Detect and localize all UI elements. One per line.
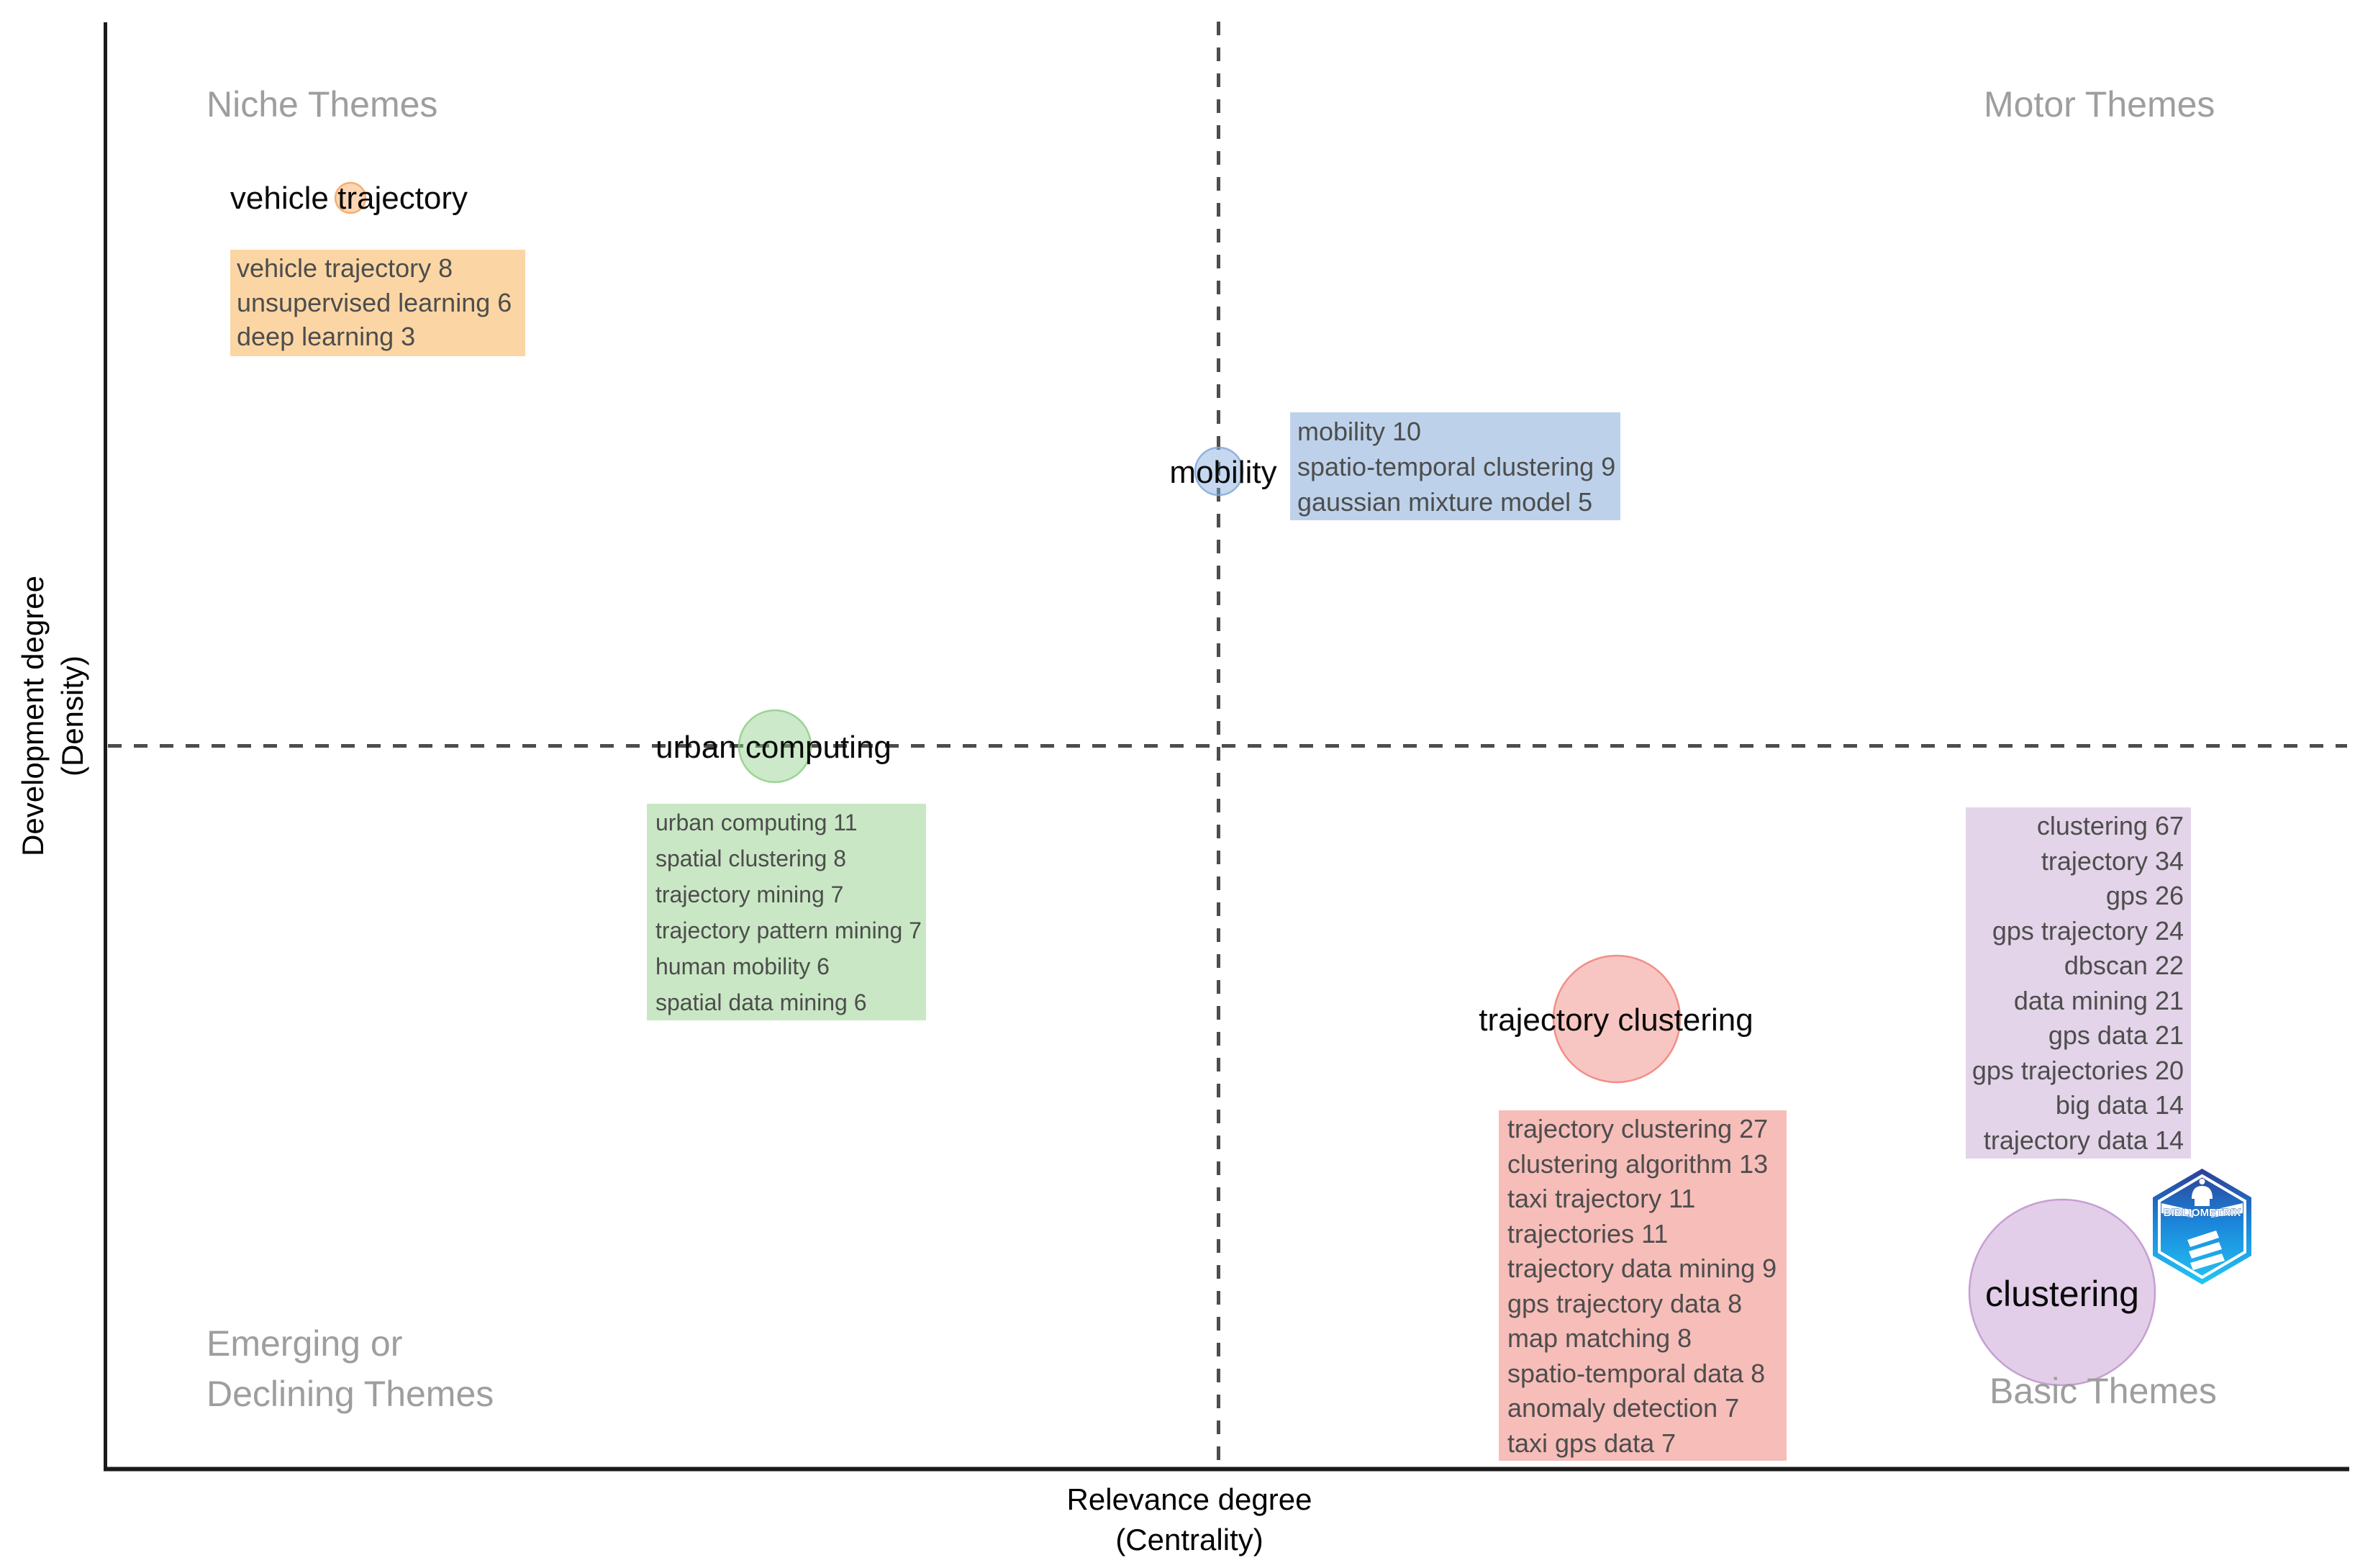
theme-box-mobility: mobility 10 spatio-temporal clustering 9 g… <box>1290 412 1620 520</box>
bubble-mobility <box>1194 446 1244 497</box>
theme-item: trajectory clustering 27 <box>1507 1114 1769 1143</box>
theme-item: clustering 67 <box>2036 811 2184 840</box>
theme-item: big data 14 <box>2055 1090 2184 1120</box>
bubble-vehicle-trajectory <box>334 181 367 214</box>
theme-item: map matching 8 <box>1507 1323 1692 1353</box>
theme-item: human mobility 6 <box>655 953 830 979</box>
theme-item: spatial data mining 6 <box>655 989 867 1015</box>
theme-item: urban computing 11 <box>655 810 858 835</box>
theme-item: trajectory pattern mining 7 <box>655 917 922 943</box>
theme-item: dbscan 22 <box>2064 951 2184 980</box>
y-axis-label-line: Development degree <box>16 576 50 856</box>
bubble-urban-computing <box>738 709 812 784</box>
x-axis-label-line: Relevance degree <box>1066 1482 1312 1516</box>
quadrant-label-line: Emerging or <box>207 1323 403 1364</box>
bubble-clustering <box>1968 1198 2156 1387</box>
cluster-label-vehicle-trajectory: vehicle trajectory <box>230 181 468 216</box>
theme-item: gps 26 <box>2105 881 2184 910</box>
logo-lighthouse-beam-left <box>2161 1203 2193 1218</box>
theme-item: spatio-temporal clustering 9 <box>1297 452 1616 481</box>
logo-lighthouse-stripe <box>2187 1231 2219 1247</box>
x-axis-label: Relevance degree (Centrality) <box>1067 1479 1312 1560</box>
theme-item: vehicle trajectory 8 <box>237 253 453 283</box>
theme-item: spatio-temporal data 8 <box>1507 1358 1766 1388</box>
theme-item: data mining 21 <box>2013 985 2184 1015</box>
theme-item: spatial clustering 8 <box>655 846 847 871</box>
logo-lighthouse-top <box>2199 1179 2205 1184</box>
theme-item: gps trajectory data 8 <box>1507 1288 1743 1318</box>
cluster-label-trajectory-clustering: trajectory clustering <box>1479 1002 1753 1038</box>
logo-lighthouse-stripe <box>2189 1242 2222 1259</box>
theme-box-trajectory-clustering: trajectory clustering 27 clustering algor… <box>1499 1110 1787 1461</box>
theme-item: gps trajectories 20 <box>1971 1055 2184 1085</box>
y-axis-label-line: (Density) <box>55 655 89 777</box>
theme-box-vehicle-trajectory: vehicle trajectory 8 unsupervised learnin… <box>230 250 525 356</box>
theme-item: taxi trajectory 11 <box>1507 1184 1696 1213</box>
theme-box-clustering: clustering 67 trajectory 34 gps 26 gps traj… <box>1966 807 2191 1159</box>
logo-lighthouse-stripe <box>2190 1254 2225 1270</box>
logo-hexagon-border <box>2158 1174 2246 1279</box>
theme-item: unsupervised learning 6 <box>237 287 512 317</box>
logo-lighthouse-gallery <box>2195 1199 2210 1206</box>
theme-box-urban-computing: urban computing 11 spatial clustering 8 tr… <box>647 804 926 1020</box>
x-axis-label-line: (Centrality) <box>1115 1523 1263 1556</box>
theme-item: anomaly detection 7 <box>1507 1393 1740 1423</box>
quadrant-label-motor-themes: Motor Themes <box>1984 84 2215 124</box>
theme-item: gaussian mixture model 5 <box>1297 487 1593 517</box>
logo-lighthouse-beam-right <box>2211 1203 2243 1218</box>
theme-item: trajectory data mining 9 <box>1507 1254 1777 1283</box>
bibliometrix-logo: BIBLIOMETRIX <box>2153 1169 2251 1284</box>
logo-hexagon <box>2153 1169 2251 1284</box>
theme-item: taxi gps data 7 <box>1507 1428 1676 1458</box>
bubble-trajectory-clustering <box>1552 954 1682 1084</box>
theme-item: trajectory 34 <box>2041 846 2184 876</box>
quadrant-label-line: Declining Themes <box>207 1374 494 1414</box>
quadrant-label-basic-themes: Basic Themes <box>1989 1371 2217 1411</box>
theme-item: trajectories 11 <box>1507 1218 1669 1248</box>
cluster-label-clustering: clustering <box>1985 1274 2139 1314</box>
logo-lighthouse-dome <box>2192 1186 2213 1199</box>
theme-item: clustering algorithm 13 <box>1507 1148 1769 1179</box>
theme-item: gps trajectory 24 <box>1992 915 2184 946</box>
cluster-label-urban-computing: urban computing <box>655 730 891 765</box>
quadrant-label-emerging-declining-themes: Emerging or Declining Themes <box>207 1318 494 1419</box>
theme-item: trajectory data 14 <box>1983 1125 2184 1155</box>
logo-wordmark: BIBLIOMETRIX <box>2164 1207 2241 1219</box>
quadrant-label-niche-themes: Niche Themes <box>207 84 438 124</box>
theme-item: trajectory mining 7 <box>655 882 844 907</box>
theme-item: gps data 21 <box>2048 1020 2184 1050</box>
theme-item: mobility 10 <box>1297 417 1422 446</box>
theme-item: deep learning 3 <box>237 322 416 351</box>
cluster-label-mobility: mobility <box>1169 455 1277 490</box>
